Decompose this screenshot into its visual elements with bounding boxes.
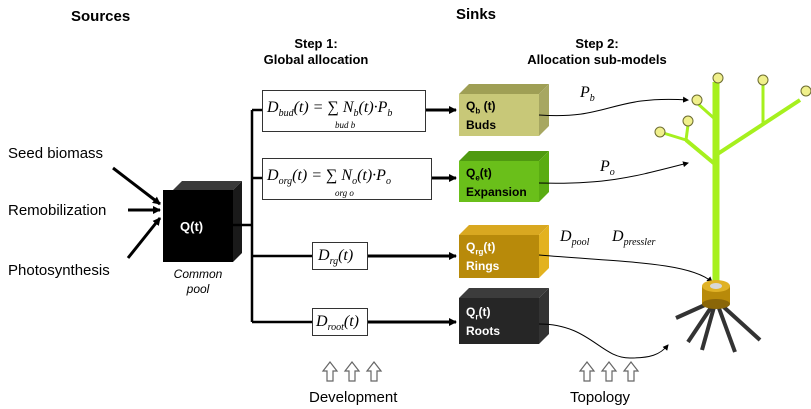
bud-eq-rhs2: (t)·P (358, 99, 388, 116)
rings-q: Q (466, 240, 476, 254)
param-pb-sub: b (589, 93, 595, 105)
buds-t: (t) (480, 99, 496, 113)
roots-cube (459, 288, 549, 344)
buds-sink-label: Qb (t) Buds (466, 99, 496, 133)
bud-eq-d-sub: bud (278, 108, 294, 120)
rg-eq-tail: (t) (338, 247, 354, 264)
roots-name: Roots (466, 324, 500, 339)
pool-caption-line2: pool (186, 282, 210, 296)
rg-demand-box: Drg(t) (312, 242, 368, 270)
param-dpressler-sub: pressler (623, 237, 656, 249)
buds-cube (459, 84, 549, 136)
root-eq-tail: (t) (343, 313, 359, 330)
bud-eq-p-sub: b (387, 108, 393, 120)
photo-arrow (126, 217, 162, 259)
sources-header: Sources (71, 8, 131, 25)
plant-illustration (654, 72, 811, 353)
pool-label: Q(t) (180, 219, 204, 234)
source-photosynthesis: Photosynthesis (8, 262, 110, 279)
step2-header: Step 2: Allocation sub-models (512, 36, 682, 68)
org-eq-d-sub: org (278, 176, 293, 188)
exp-t: (t) (479, 166, 492, 180)
roots-to-plant-arrow (538, 323, 669, 359)
rings-q-sub: rg (475, 247, 484, 257)
development-label: Development (309, 389, 398, 406)
exp-q: Q (466, 166, 476, 180)
step1-header: Step 1: Global allocation (252, 36, 380, 68)
topology-label: Topology (570, 389, 631, 406)
param-pb: Pb (580, 84, 595, 104)
bud-demand-equation: Dbud(t) = ∑ Nb(t)·Pb bud b (262, 90, 426, 132)
param-po: Po (600, 158, 615, 178)
development-up-arrows (321, 361, 383, 382)
rings-sink-label: Qrg(t) Rings (466, 240, 499, 274)
root-eq-d: D (316, 313, 328, 330)
exp-name: Expansion (466, 185, 527, 200)
org-eq-p-sub: o (385, 176, 391, 188)
topology-up-arrows (578, 361, 640, 382)
param-dpressler-main: D (612, 228, 624, 245)
buds-name: Buds (466, 118, 496, 133)
param-po-sub: o (609, 167, 615, 179)
exp-q-sub: e (475, 173, 480, 183)
roots-q: Q (466, 305, 476, 319)
rings-cube (459, 225, 549, 278)
source-remobilization: Remobilization (8, 202, 107, 219)
rings-to-plant-arrow (538, 254, 713, 283)
org-eq-d: D (267, 167, 279, 184)
bud-eq-sum-sub: bud b (335, 120, 356, 130)
roots-q-sub: r (475, 312, 479, 322)
org-eq-rhs: (t) = ∑ N (292, 167, 353, 184)
sinks-header: Sinks (456, 6, 497, 23)
root-eq-sub: root (327, 322, 344, 334)
param-dpool: Dpool (560, 228, 589, 248)
org-eq-n-sub: o (352, 176, 358, 188)
rings-name: Rings (466, 259, 500, 274)
buds-q-sub: b (475, 106, 481, 116)
expansion-sink-label: Qe(t) Expansion (466, 166, 527, 200)
root-demand-box: Droot(t) (312, 308, 368, 336)
param-dpool-main: D (560, 228, 572, 245)
common-pool-cube (163, 181, 242, 262)
pool-caption-line1: Common (173, 267, 223, 281)
org-eq-rhs2: (t)·P (357, 167, 386, 184)
bud-eq-n-sub: b (353, 108, 359, 120)
bud-eq-rhs: (t) = ∑ N (293, 99, 354, 116)
rg-eq-sub: rg (329, 256, 339, 268)
step2-subtitle: Allocation sub-models (527, 52, 667, 67)
roots-sink-label: Qr(t) Roots (466, 305, 500, 339)
org-demand-equation: Dorg(t) = ∑ No(t)·Po org o (262, 158, 432, 200)
param-po-main: P (600, 158, 610, 175)
expansion-cube (459, 151, 549, 202)
step1-title: Step 1: (294, 36, 338, 51)
exp-to-plant-arrow (538, 161, 689, 184)
rings-t: (t) (483, 240, 496, 254)
source-seed-biomass: Seed biomass (8, 145, 104, 162)
buds-to-plant-arrow (538, 96, 689, 117)
org-eq-sum-sub: org o (335, 188, 354, 198)
bud-eq-d: D (267, 99, 279, 116)
step1-subtitle: Global allocation (263, 52, 369, 67)
rg-eq-d: D (318, 247, 330, 264)
param-pb-main: P (580, 84, 590, 101)
roots-t: (t) (478, 305, 491, 319)
buds-q: Q (466, 99, 476, 113)
param-dpool-sub: pool (571, 237, 590, 249)
pool-caption: Common pool (163, 267, 233, 297)
param-dpressler: Dpressler (612, 228, 655, 248)
step2-title: Step 2: (575, 36, 619, 51)
seed-arrow (112, 166, 161, 206)
